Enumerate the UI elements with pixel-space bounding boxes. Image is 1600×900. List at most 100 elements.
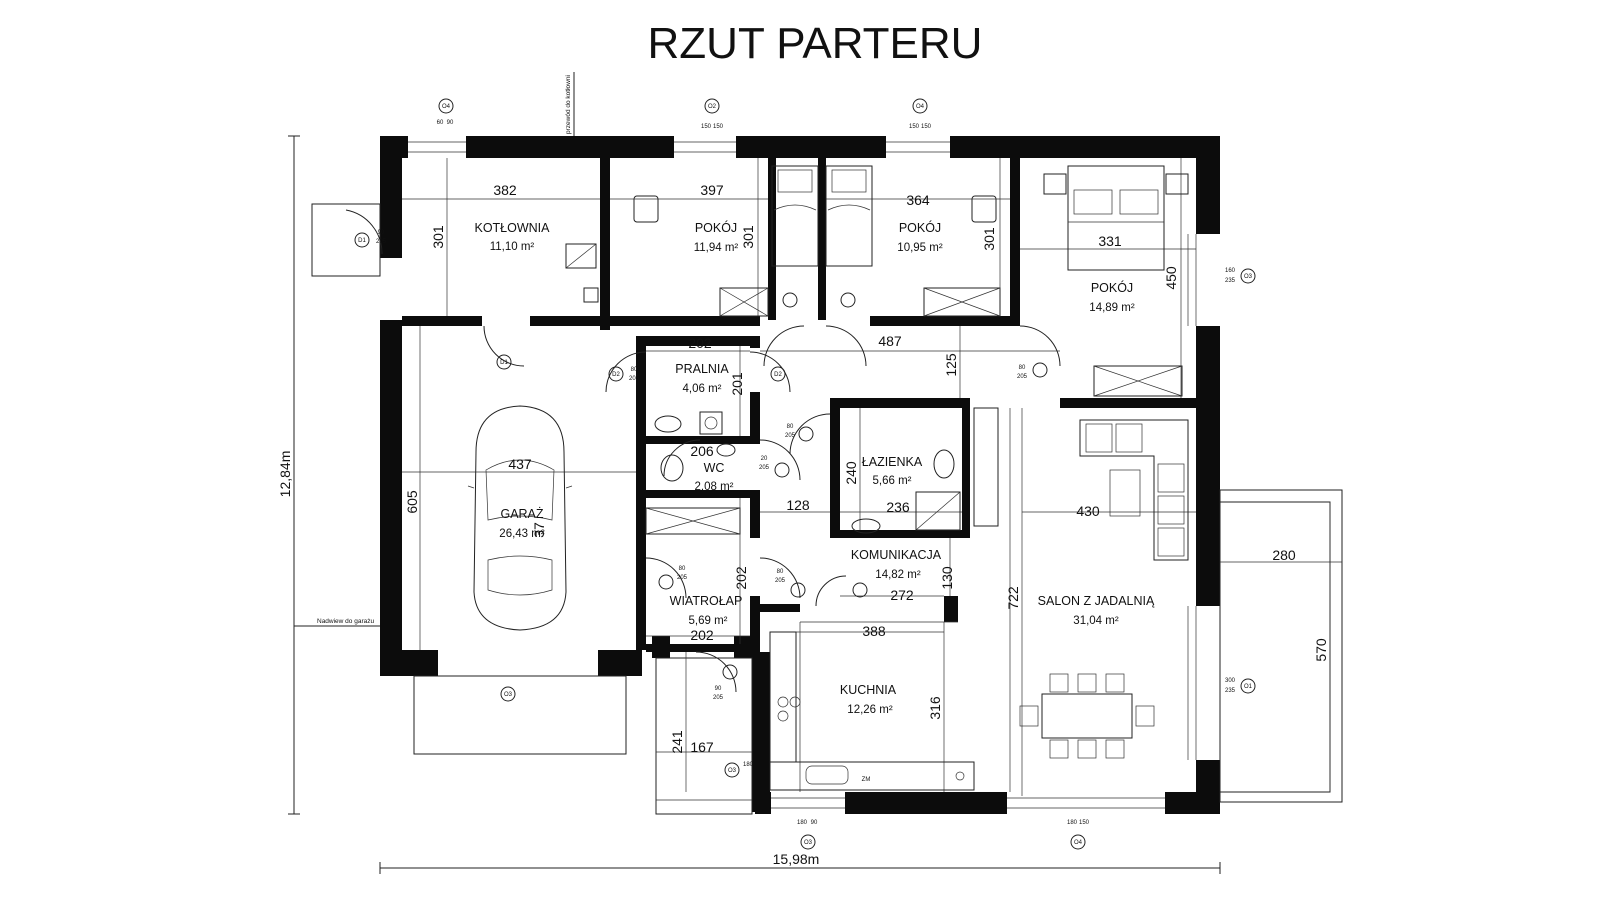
svg-text:301: 301	[430, 225, 446, 249]
svg-text:80: 80	[787, 424, 794, 430]
svg-text:125: 125	[943, 353, 959, 377]
dimension-labels: 382 301 397 301 364 301 331 450 202 201 …	[277, 182, 1329, 867]
driveway-note: Nadwiew do garażu	[317, 618, 374, 625]
wardrobe-icon	[1093, 365, 1183, 397]
svg-text:12,84m: 12,84m	[277, 451, 293, 498]
svg-text:301: 301	[740, 225, 756, 249]
svg-text:205: 205	[376, 239, 387, 245]
svg-text:80: 80	[631, 367, 638, 373]
svg-text:90: 90	[811, 820, 818, 826]
room-area: 31,04 m²	[1073, 615, 1119, 627]
svg-text:90: 90	[715, 686, 722, 692]
room-area: 10,95 m²	[897, 242, 943, 254]
room-name: POKÓJ	[1091, 280, 1133, 295]
svg-text:437: 437	[508, 456, 532, 472]
svg-text:80: 80	[1019, 365, 1026, 371]
room-name: POKÓJ	[695, 220, 737, 235]
svg-text:205: 205	[759, 465, 770, 471]
room-name: KUCHNIA	[840, 683, 897, 697]
svg-text:O3: O3	[804, 840, 813, 846]
svg-text:272: 272	[890, 587, 914, 603]
svg-text:15,98m: 15,98m	[773, 851, 820, 867]
svg-text:205: 205	[677, 575, 688, 581]
svg-text:128: 128	[786, 497, 810, 513]
svg-text:202: 202	[688, 335, 712, 351]
room-name: GARAŻ	[500, 507, 543, 521]
room-name: WIATROŁAP	[670, 594, 743, 608]
svg-text:90: 90	[447, 120, 454, 126]
svg-text:O4: O4	[1074, 840, 1083, 846]
svg-text:205: 205	[775, 578, 786, 584]
room-name: POKÓJ	[899, 220, 941, 235]
toilet-icon	[933, 449, 955, 479]
svg-text:235: 235	[1225, 688, 1236, 694]
svg-text:605: 605	[404, 490, 420, 514]
svg-text:206: 206	[690, 443, 714, 459]
svg-text:O1: O1	[1244, 684, 1253, 690]
room-area: 4,06 m²	[683, 383, 722, 395]
chair-icon	[633, 195, 659, 223]
svg-text:235: 235	[1225, 278, 1236, 284]
fridge-label: ZM	[862, 777, 871, 783]
room-name: SALON Z JADALNIĄ	[1038, 594, 1155, 608]
toilet-icon	[660, 454, 684, 482]
svg-text:60: 60	[437, 120, 444, 126]
svg-text:180: 180	[797, 820, 808, 826]
svg-text:167: 167	[690, 739, 714, 755]
svg-text:130: 130	[939, 566, 955, 590]
svg-text:316: 316	[927, 696, 943, 720]
svg-text:150: 150	[909, 124, 920, 130]
svg-text:37: 37	[531, 522, 547, 538]
svg-text:382: 382	[493, 182, 517, 198]
room-name: KOMUNIKACJA	[851, 548, 942, 562]
room-name: KOTŁOWNIA	[474, 221, 550, 235]
boiler-icon	[565, 243, 597, 269]
svg-text:364: 364	[906, 192, 930, 208]
room-area: 12,26 m²	[847, 704, 893, 716]
kitchen-counter	[769, 761, 975, 791]
svg-text:202: 202	[690, 627, 714, 643]
svg-text:397: 397	[700, 182, 724, 198]
room-area: 5,69 m²	[689, 615, 728, 627]
room-name: PRALNIA	[675, 362, 729, 376]
room-area: 14,82 m²	[875, 569, 921, 581]
bed-icon	[825, 165, 873, 267]
wardrobe-icon	[923, 287, 1001, 317]
svg-text:O2: O2	[708, 104, 717, 110]
svg-text:20: 20	[761, 456, 768, 462]
dining-table-icon	[1019, 673, 1155, 759]
svg-text:180: 180	[1067, 820, 1078, 826]
room-name: ŁAZIENKA	[862, 455, 923, 469]
sofa-icon	[1079, 419, 1189, 561]
svg-text:O3: O3	[728, 768, 737, 774]
room-name: WC	[704, 461, 725, 475]
svg-text:570: 570	[1313, 638, 1329, 662]
dimension-lines	[288, 72, 1342, 874]
svg-text:D2: D2	[774, 372, 782, 378]
svg-text:300: 300	[1225, 678, 1236, 684]
exterior-walls	[380, 136, 1220, 814]
sink-icon	[805, 765, 849, 785]
bed-icon	[771, 165, 819, 267]
room-area: 11,94 m²	[694, 242, 739, 254]
svg-text:90: 90	[378, 230, 385, 236]
washbasin-icon	[654, 415, 682, 433]
svg-text:150: 150	[921, 124, 932, 130]
chair-icon	[971, 195, 997, 223]
svg-text:180: 180	[743, 762, 754, 768]
shower-icon	[915, 491, 961, 531]
door-swings	[345, 209, 1061, 693]
svg-text:301: 301	[981, 227, 997, 251]
svg-text:O3: O3	[1244, 274, 1253, 280]
svg-text:205: 205	[1017, 374, 1028, 380]
washbasin-icon	[851, 518, 881, 534]
svg-text:331: 331	[1098, 233, 1122, 249]
furniture	[467, 165, 1189, 791]
svg-text:205: 205	[785, 433, 796, 439]
svg-text:241: 241	[669, 730, 685, 754]
room-area: 2,08 m²	[695, 481, 734, 493]
room-area: 11,10 m²	[490, 241, 535, 253]
svg-text:O4: O4	[916, 104, 925, 110]
washing-machine-icon	[699, 411, 723, 435]
